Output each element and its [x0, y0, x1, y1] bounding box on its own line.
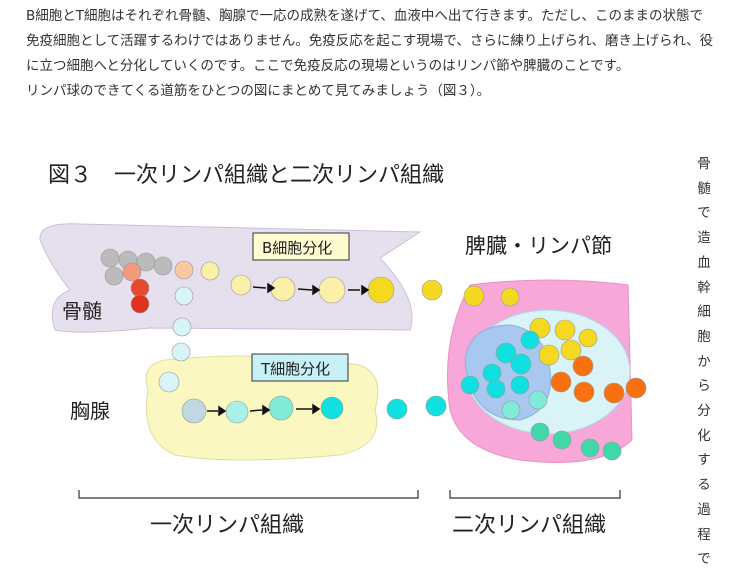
arrows	[207, 282, 370, 417]
body-text: B細胞とT細胞はそれぞれ骨髄、胸腺で一応の成熟を遂げて、血液中へ出て行きます。た…	[26, 4, 716, 104]
secondary-bracket	[449, 490, 621, 499]
vertical-char: 骨	[697, 156, 711, 172]
vertical-char: す	[697, 452, 711, 469]
vertical-char: ら	[697, 378, 711, 395]
vertical-char: か	[697, 353, 711, 370]
primary-bracket	[78, 490, 419, 499]
paragraph-1: B細胞とT細胞はそれぞれ骨髄、胸腺で一応の成熟を遂げて、血液中へ出て行きます。た…	[26, 8, 714, 74]
vertical-char: 分	[697, 403, 711, 420]
vertical-text: 骨髄で造血幹細胞から分化する過程で	[694, 152, 714, 572]
b-diff-label: B細胞分化	[262, 239, 332, 257]
vertical-char: 程	[697, 526, 711, 543]
vertical-char: 胞	[697, 328, 711, 345]
secondary-label: 二次リンパ組織	[452, 513, 606, 538]
vertical-char: 化	[697, 427, 711, 444]
t-diff-box	[251, 353, 349, 382]
paragraph-2: リンパ球のできてくる道筋をひとつの図にまとめて見てみましょう（図３）。	[26, 83, 491, 99]
cells	[100, 248, 647, 461]
vertical-char: る	[697, 477, 711, 494]
vertical-char: 細	[697, 304, 711, 321]
vertical-char: 過	[697, 501, 711, 518]
b-diff-box	[252, 232, 350, 261]
vertical-char: 血	[697, 254, 711, 271]
figure-3-diagram: 図３ 一次リンパ組織と二次リンパ組織 骨髄 胸腺 B細胞分化 T細胞分化 脾臓・…	[39, 163, 647, 538]
vertical-char: 造	[697, 230, 711, 247]
vertical-char: 髄	[697, 180, 711, 197]
t-diff-label: T細胞分化	[260, 360, 330, 378]
spleen-node-label: 脾臓・リンパ節	[465, 234, 612, 258]
thymus-label: 胸腺	[70, 399, 110, 423]
figure-title: 図３ 一次リンパ組織と二次リンパ組織	[48, 163, 444, 188]
bone-marrow-label: 骨髄	[62, 299, 102, 323]
vertical-char: 幹	[697, 279, 711, 296]
primary-label: 一次リンパ組織	[150, 513, 304, 538]
vertical-char: で	[697, 205, 711, 222]
vertical-char: で	[697, 551, 711, 568]
